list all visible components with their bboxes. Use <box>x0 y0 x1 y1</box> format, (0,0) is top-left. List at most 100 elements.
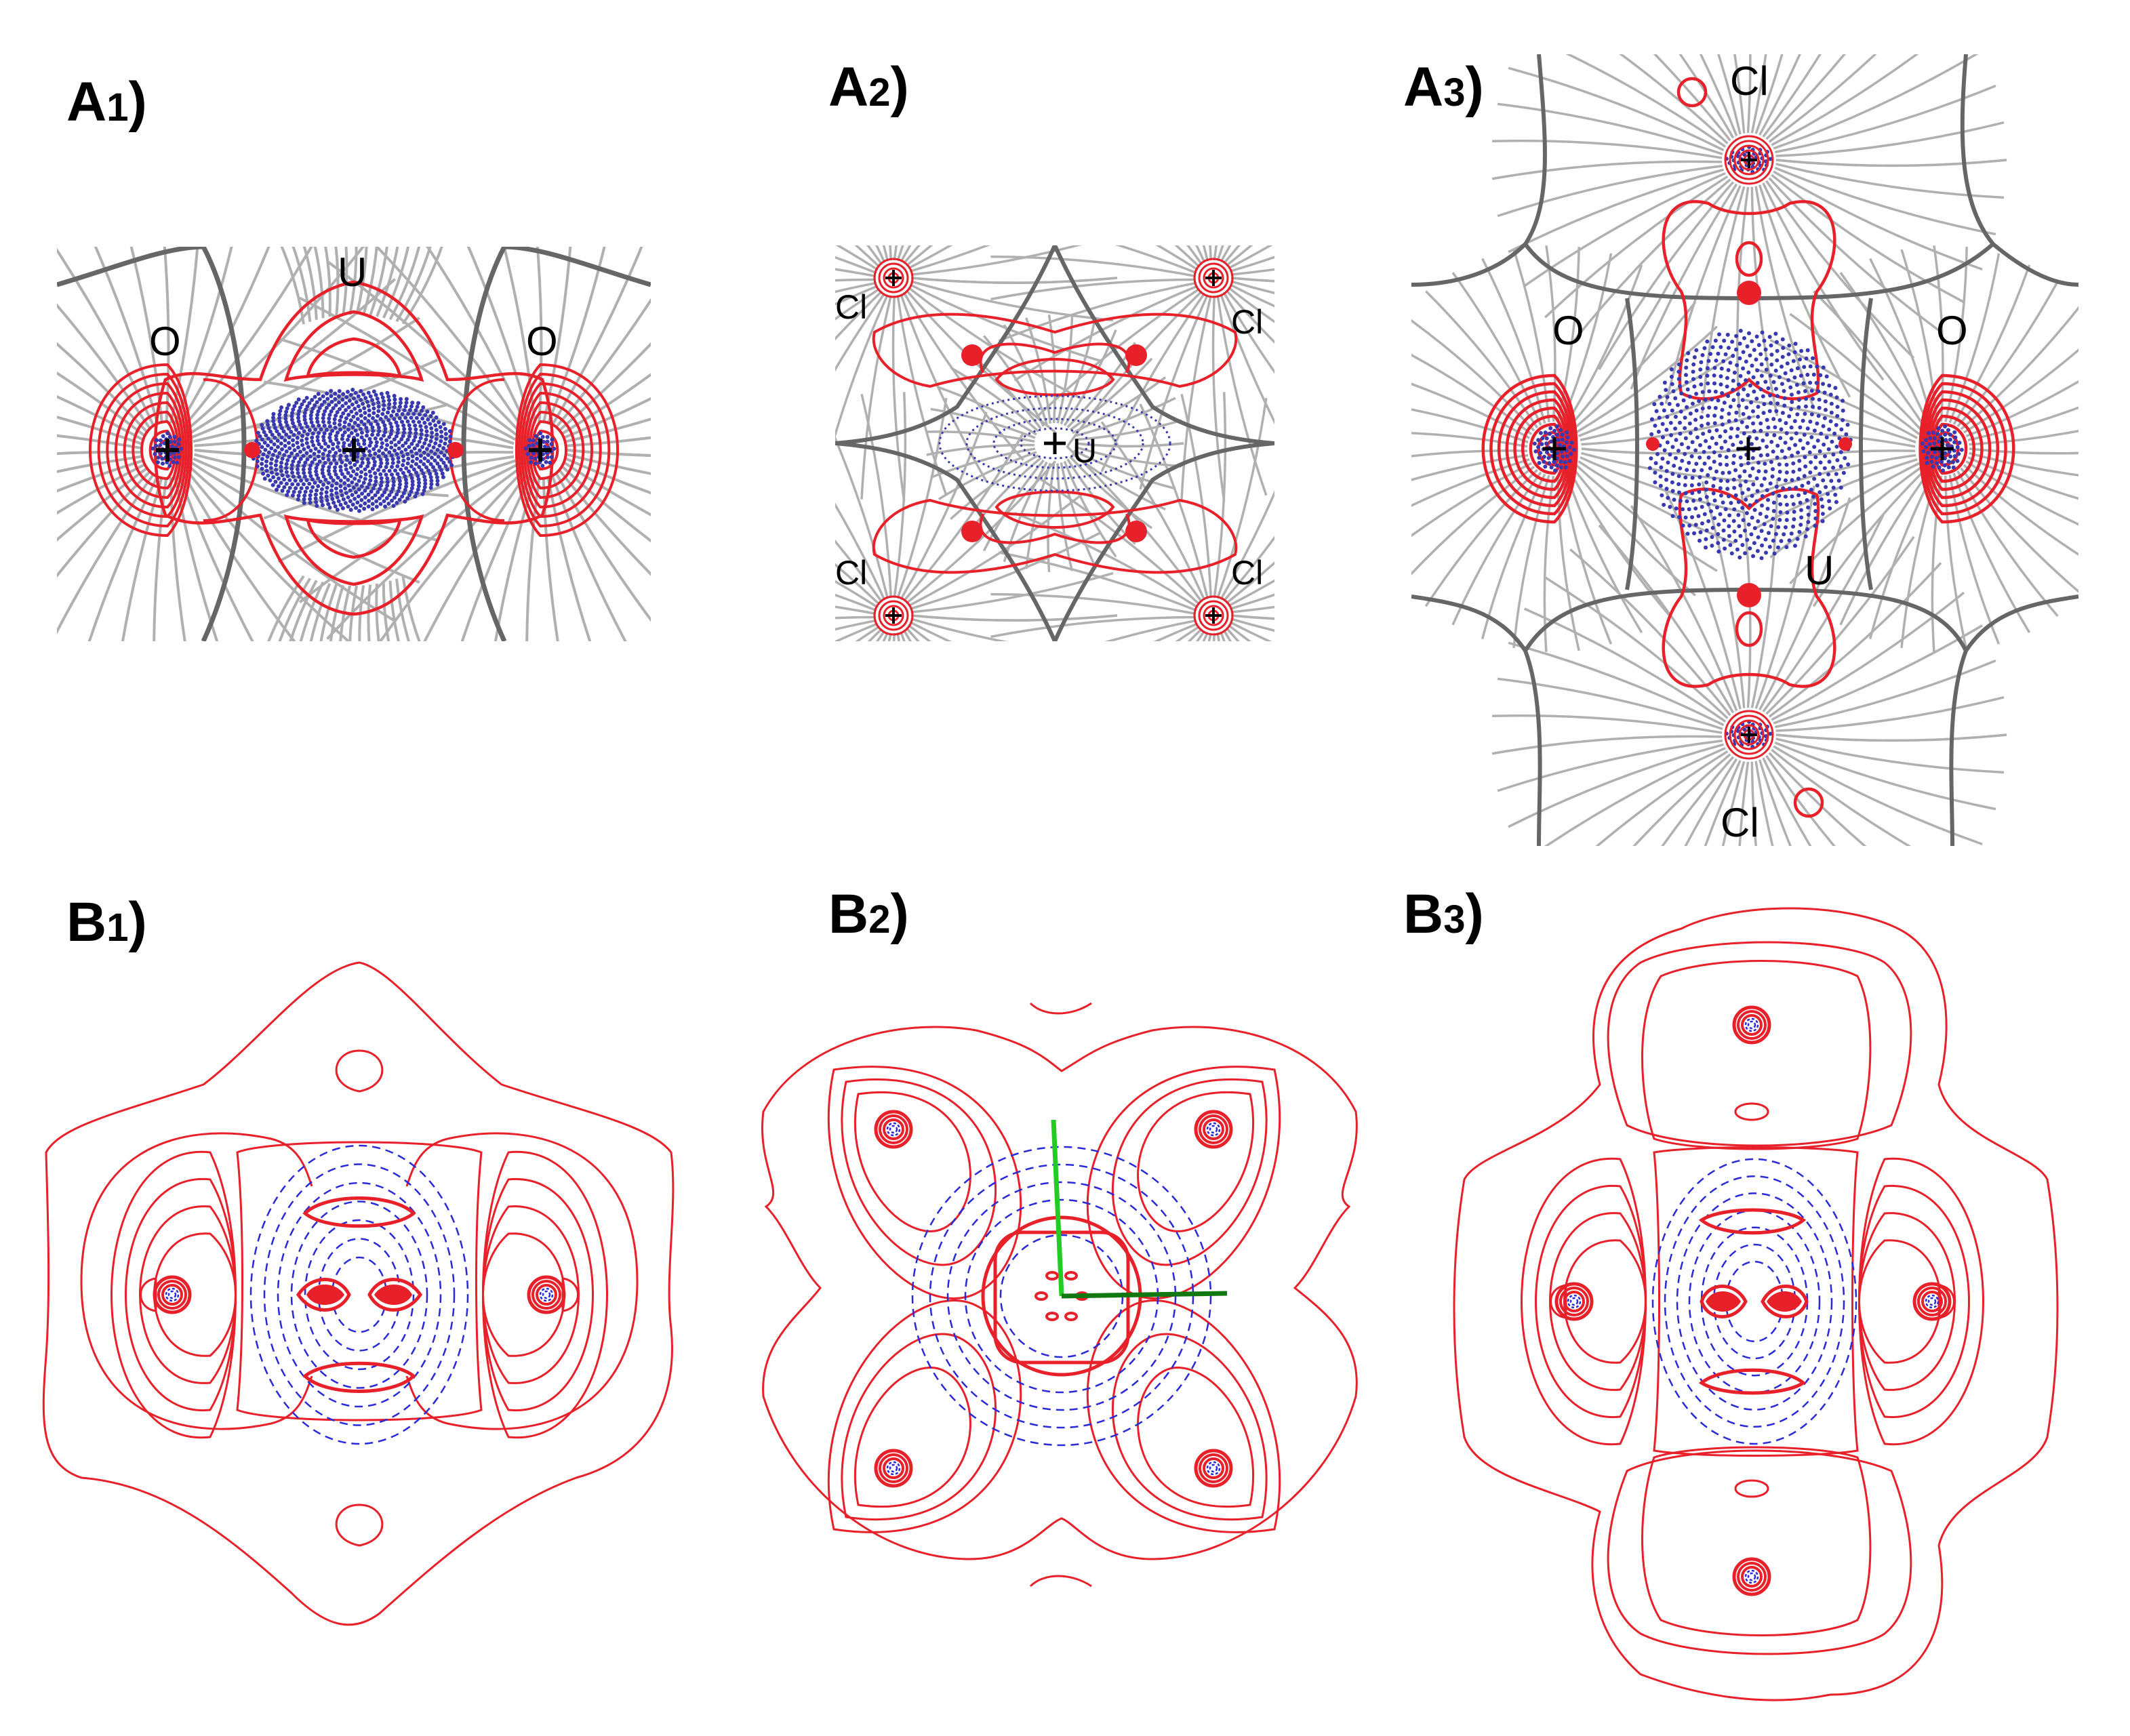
gradient-path <box>835 294 889 439</box>
negative-contour-dot <box>1777 418 1782 422</box>
negative-contour <box>1744 1017 1759 1032</box>
negative-contour-dot <box>310 397 315 402</box>
negative-contour-dot <box>523 446 528 451</box>
negative-contour-dot <box>1755 548 1760 553</box>
negative-contour-dot <box>341 497 346 502</box>
negative-contour-dot <box>304 396 309 401</box>
gradient-path <box>1754 54 1784 134</box>
negative-contour-dot <box>387 493 392 498</box>
negative-contour-dot <box>367 443 372 448</box>
contour <box>561 1277 579 1312</box>
gradient-path <box>835 502 886 601</box>
negative-contour-dot <box>1934 456 1939 460</box>
negative-contour-dot <box>1758 511 1763 516</box>
negative-contour-dot <box>427 443 432 447</box>
contour <box>1733 144 1765 176</box>
negative-contour-dot <box>1792 510 1796 514</box>
negative-contour-dot <box>371 447 376 451</box>
contour <box>527 1275 566 1314</box>
gradient-path <box>1699 54 1738 137</box>
negative-contour-dot <box>1818 373 1823 378</box>
negative-contour-dot <box>1727 524 1731 529</box>
gradient-path <box>876 630 886 641</box>
negative-contour-dot <box>442 453 447 458</box>
contour <box>841 1078 997 1266</box>
negative-contour-dot <box>378 472 383 477</box>
negative-contour-dot <box>1685 405 1689 409</box>
negative-contour-dot <box>1943 424 1948 429</box>
negative-contour-dot <box>1817 472 1822 477</box>
negative-contour-dot <box>298 456 303 461</box>
gradient-path <box>1497 102 1723 155</box>
negative-contour-dot <box>1824 374 1829 379</box>
gradient-path <box>1225 626 1240 641</box>
negative-contour-dot <box>439 434 444 439</box>
negative-contour-dot <box>1677 514 1682 519</box>
negative-contour-dot <box>1654 409 1659 413</box>
negative-contour-dot <box>1940 428 1945 433</box>
negative-contour-dot <box>1952 440 1957 445</box>
negative-contour-dot <box>286 489 291 494</box>
negative-contour-dot <box>428 462 433 466</box>
negative-contour-dot <box>1741 366 1746 371</box>
negative-contour-dot <box>1699 360 1704 365</box>
negative-contour-dot <box>390 464 395 469</box>
negative-contour-dot <box>405 437 410 442</box>
negative-contour-dot <box>1731 443 1735 447</box>
negative-contour-dot <box>1734 347 1739 352</box>
negative-contour-dot <box>1672 464 1676 468</box>
negative-contour-dot <box>1944 438 1948 443</box>
negative-contour-dot <box>366 403 371 408</box>
negative-contours-a2 <box>938 395 1171 492</box>
negative-contour-dot <box>292 489 296 494</box>
gradient-path <box>1228 579 1274 607</box>
negative-contour-dot <box>407 493 412 498</box>
negative-contour-dot <box>1755 380 1760 385</box>
negative-contour-dot <box>1684 373 1689 378</box>
negative-contour-dot <box>407 407 412 412</box>
negative-contour-dot <box>383 454 388 459</box>
negative-contour-dot <box>327 413 332 418</box>
negative-contour-dot <box>302 399 306 403</box>
negative-contour-dot <box>1544 441 1549 446</box>
gradient-path <box>1774 659 1996 729</box>
negative-contour-dot <box>1798 500 1803 505</box>
gradient-path <box>1411 453 1529 481</box>
negative-contour-dot <box>431 445 436 450</box>
negative-contour-dot <box>1729 426 1734 431</box>
negative-contour-dot <box>389 425 394 430</box>
negative-contour-dot <box>1722 338 1727 343</box>
negative-contour-dot <box>348 465 353 470</box>
negative-contour-dot <box>363 396 368 401</box>
negative-contour <box>277 1182 442 1408</box>
negative-contour-dot <box>1752 526 1757 531</box>
negative-contour-dot <box>1714 469 1719 474</box>
negative-contour-dot <box>285 493 289 498</box>
gradient-path <box>887 632 893 641</box>
negative-contour-dot <box>423 481 428 486</box>
negative-contour-dot <box>1732 529 1737 533</box>
negative-contour-dot <box>177 437 182 442</box>
negative-contour-dot <box>325 498 329 503</box>
negative-contour-dot <box>331 454 336 459</box>
negative-contour-dot <box>1815 438 1820 443</box>
negative-contour-dot <box>409 486 414 491</box>
negative-contour-dot <box>294 427 298 432</box>
negative-contour-dot <box>1746 393 1750 398</box>
negative-contour-dot <box>284 420 289 424</box>
negative-contour-dot <box>1653 480 1657 485</box>
negative-contour-dot <box>1737 356 1742 361</box>
negative-contour-dot <box>1735 363 1740 367</box>
contour <box>1737 1562 1767 1592</box>
gradient-path <box>94 247 159 426</box>
negative-contour-dot <box>1750 515 1754 520</box>
gradient-path <box>1491 139 1723 159</box>
negative-contour-dot <box>392 417 397 422</box>
contour <box>157 1280 187 1310</box>
negative-contour-dot <box>302 497 306 502</box>
negative-contour-dot <box>268 461 273 466</box>
contour <box>1198 600 1229 631</box>
negative-contour-dot <box>1748 473 1752 478</box>
negative-contour-dot <box>1931 430 1935 435</box>
gradient-path <box>561 465 651 543</box>
